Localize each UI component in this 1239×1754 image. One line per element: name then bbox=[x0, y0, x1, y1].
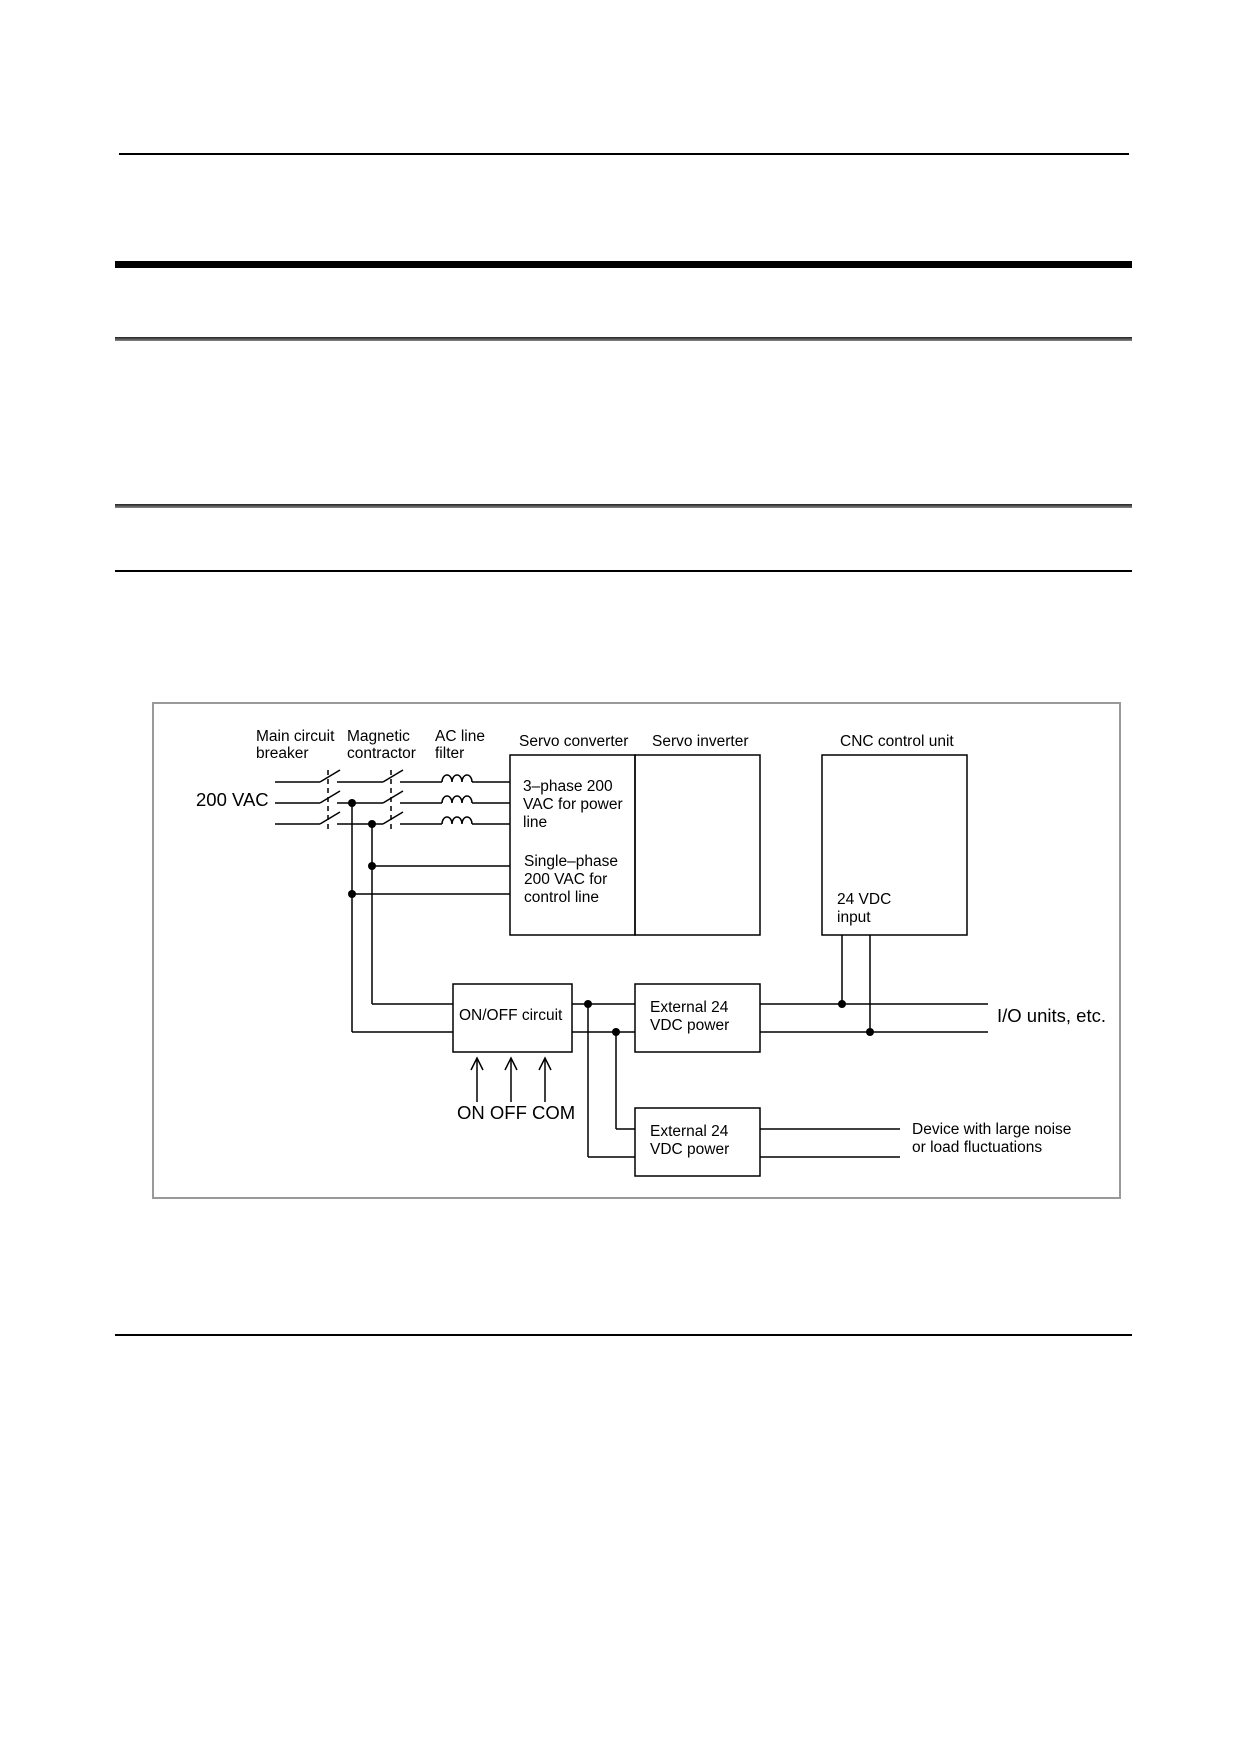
noisy-device-label-2: or load fluctuations bbox=[912, 1139, 1042, 1156]
cnc-control-unit-label: CNC control unit bbox=[840, 733, 954, 750]
ext-power-2-label-2: VDC power bbox=[650, 1141, 729, 1158]
diagram-frame bbox=[152, 702, 1121, 1199]
ext-power-1-label-1: External 24 bbox=[650, 999, 729, 1016]
vdc-input-label-2: input bbox=[837, 909, 871, 926]
section-rule-3 bbox=[115, 570, 1132, 572]
section-rule-1 bbox=[115, 337, 1132, 341]
servo-inverter-label: Servo inverter bbox=[652, 733, 748, 750]
onoff-circuit-label: ON/OFF circuit bbox=[459, 1007, 563, 1024]
noisy-device-label-1: Device with large noise bbox=[912, 1121, 1071, 1138]
ext-power-1-label-2: VDC power bbox=[650, 1017, 729, 1034]
header-rule-top bbox=[119, 153, 1129, 155]
single-phase-label-2: 200 VAC for bbox=[524, 871, 607, 888]
header-rule-thick bbox=[115, 261, 1132, 268]
vac-input-label: 200 VAC bbox=[196, 789, 269, 810]
magnetic-contactor-label-1: Magnetic bbox=[347, 728, 410, 745]
magnetic-contactor-label-2: contractor bbox=[347, 745, 416, 762]
ac-line-filter-label-2: filter bbox=[435, 745, 464, 762]
section-rule-2 bbox=[115, 504, 1132, 508]
three-phase-label-1: 3–phase 200 bbox=[523, 778, 613, 795]
vdc-input-label-1: 24 VDC bbox=[837, 891, 891, 908]
switch-inputs-label: ON OFF COM bbox=[457, 1102, 575, 1123]
io-units-label: I/O units, etc. bbox=[997, 1005, 1106, 1026]
three-phase-label-3: line bbox=[523, 814, 547, 831]
main-breaker-label-2: breaker bbox=[256, 745, 309, 762]
three-phase-label-2: VAC for power bbox=[523, 796, 623, 813]
footer-rule bbox=[115, 1334, 1132, 1336]
single-phase-label-1: Single–phase bbox=[524, 853, 618, 870]
main-breaker-label-1: Main circuit bbox=[256, 728, 335, 745]
single-phase-label-3: control line bbox=[524, 889, 599, 906]
ext-power-2-label-1: External 24 bbox=[650, 1123, 729, 1140]
servo-converter-label: Servo converter bbox=[519, 733, 628, 750]
ac-line-filter-label-1: AC line bbox=[435, 728, 485, 745]
